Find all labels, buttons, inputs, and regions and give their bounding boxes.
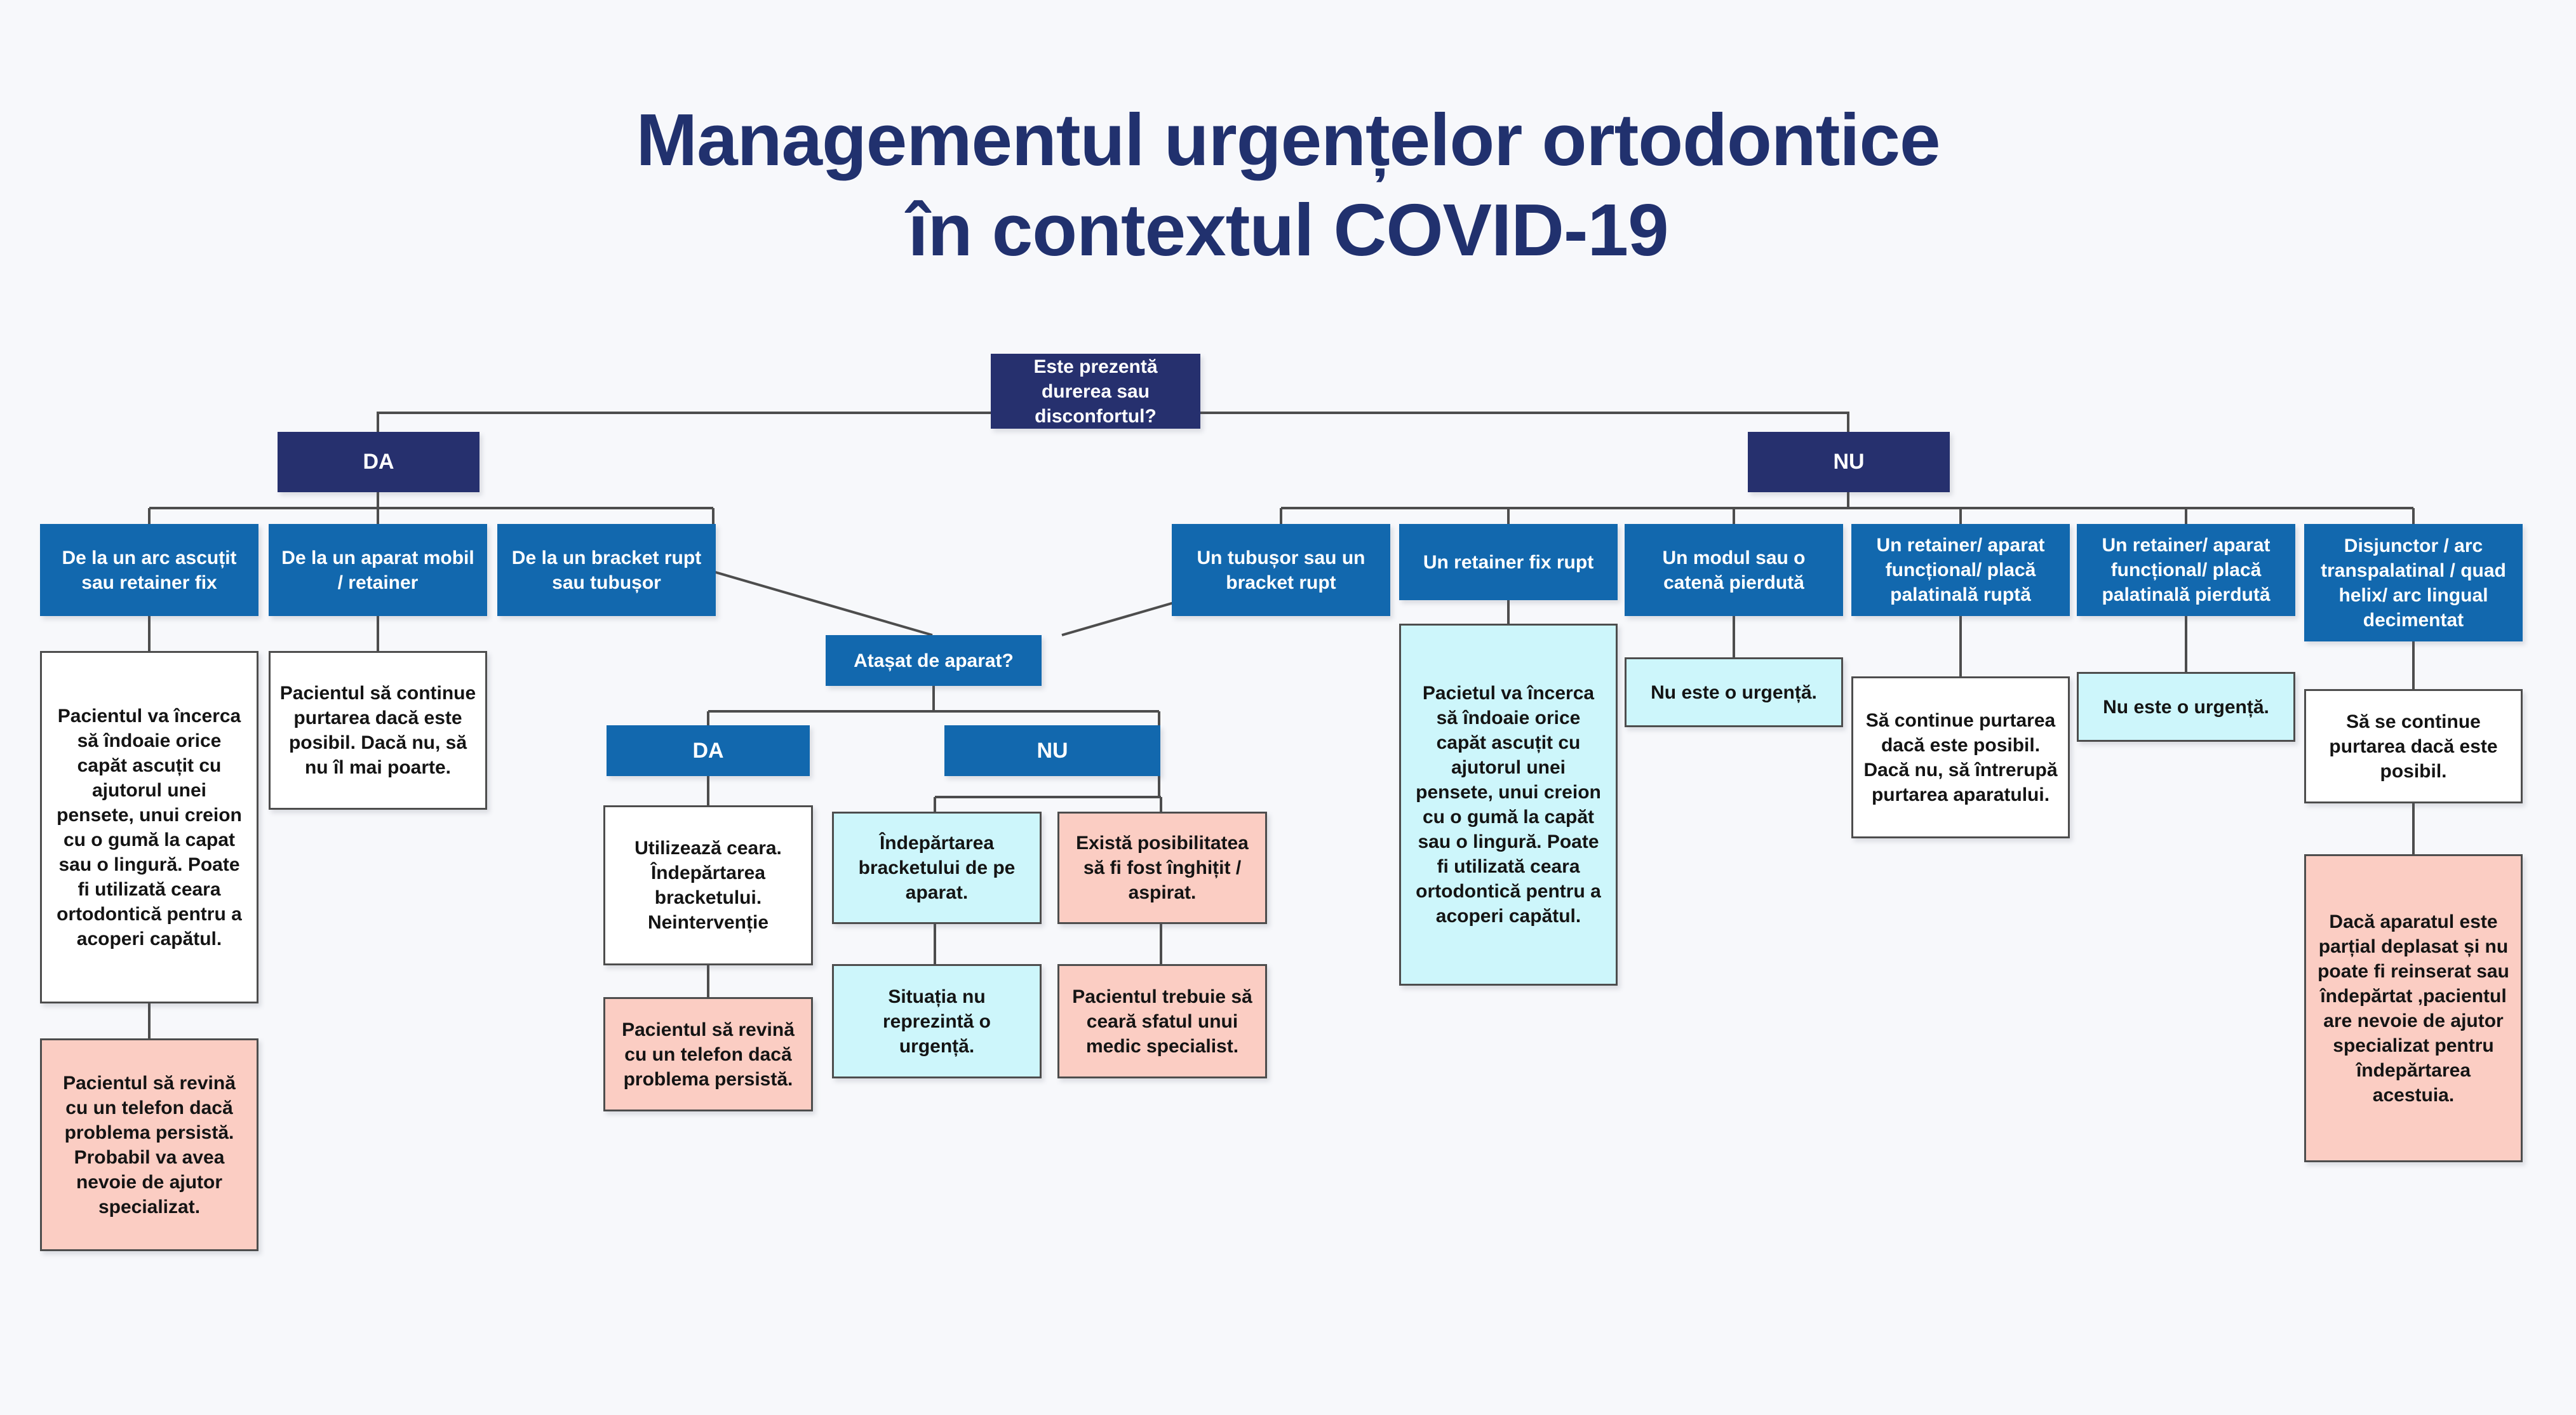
node-medic-specialist[interactable]: Pacientul trebuie să ceară sfatul unui m… xyxy=(1057,964,1267,1078)
node-inghitit-aspirat[interactable]: Există posibilitatea să fi fost înghițit… xyxy=(1057,812,1267,924)
node-atasat-nu[interactable]: NU xyxy=(944,725,1160,776)
node-da[interactable]: DA xyxy=(278,432,480,492)
node-arc-callback[interactable]: Pacientul să revină cu un telefon dacă p… xyxy=(40,1038,258,1251)
node-atasat-da[interactable]: DA xyxy=(607,725,810,776)
node-ceara-callback[interactable]: Pacientul să revină cu un telefon dacă p… xyxy=(603,997,813,1111)
node-placa-rupta[interactable]: Un retainer/ aparat funcțional/ placă pa… xyxy=(1851,524,2070,616)
node-modul-catena[interactable]: Un modul sau o catenă pierdută xyxy=(1625,524,1843,616)
node-disjunctor-ajutor-specializat[interactable]: Dacă aparatul este parțial deplasat și n… xyxy=(2304,854,2523,1162)
node-placa-pierduta-nu-urgenta[interactable]: Nu este o urgență. xyxy=(2077,672,2295,742)
node-atasat-de-aparat[interactable]: Atașat de aparat? xyxy=(826,635,1042,686)
page-title: Managementul urgențelor ortodontice în c… xyxy=(0,95,2576,275)
title-line-1: Managementul urgențelor ortodontice xyxy=(636,98,1940,181)
node-utilizeaza-ceara[interactable]: Utilizează ceara. Îndepărtarea bracketul… xyxy=(603,805,813,965)
node-modul-nu-urgenta[interactable]: Nu este o urgență. xyxy=(1625,657,1843,727)
node-indepartare-bracket[interactable]: Îndepărtarea bracketului de pe aparat. xyxy=(832,812,1042,924)
node-bracket-rupt[interactable]: De la un bracket rupt sau tubușor xyxy=(497,524,716,616)
node-aparat-mobil[interactable]: De la un aparat mobil / retainer xyxy=(269,524,487,616)
node-retainer-fix-rupt[interactable]: Un retainer fix rupt xyxy=(1399,524,1618,600)
node-nu-urgenta-bracket[interactable]: Situația nu reprezintă o urgență. xyxy=(832,964,1042,1078)
node-root-question[interactable]: Este prezentă durerea sau disconfortul? xyxy=(991,354,1200,429)
title-line-2: în contextul COVID-19 xyxy=(908,188,1668,271)
node-disjunctor-instructions[interactable]: Să se continue purtarea dacă este posibi… xyxy=(2304,689,2523,803)
node-mobil-instructions[interactable]: Pacientul să continue purtarea dacă este… xyxy=(269,651,487,810)
node-placa-pierduta[interactable]: Un retainer/ aparat funcțional/ placă pa… xyxy=(2077,524,2295,616)
node-retainer-fix-instructions[interactable]: Pacietul va încerca să îndoaie orice cap… xyxy=(1399,624,1618,986)
node-disjunctor[interactable]: Disjunctor / arc transpalatinal / quad h… xyxy=(2304,524,2523,641)
node-nu[interactable]: NU xyxy=(1748,432,1950,492)
node-arc-instructions[interactable]: Pacientul va încerca să îndoaie orice ca… xyxy=(40,651,258,1003)
node-placa-rupta-instructions[interactable]: Să continue purtarea dacă este posibil. … xyxy=(1851,676,2070,838)
node-tubusor-bracket-rupt[interactable]: Un tubușor sau un bracket rupt xyxy=(1172,524,1390,616)
node-arc-ascutit[interactable]: De la un arc ascuțit sau retainer fix xyxy=(40,524,258,616)
